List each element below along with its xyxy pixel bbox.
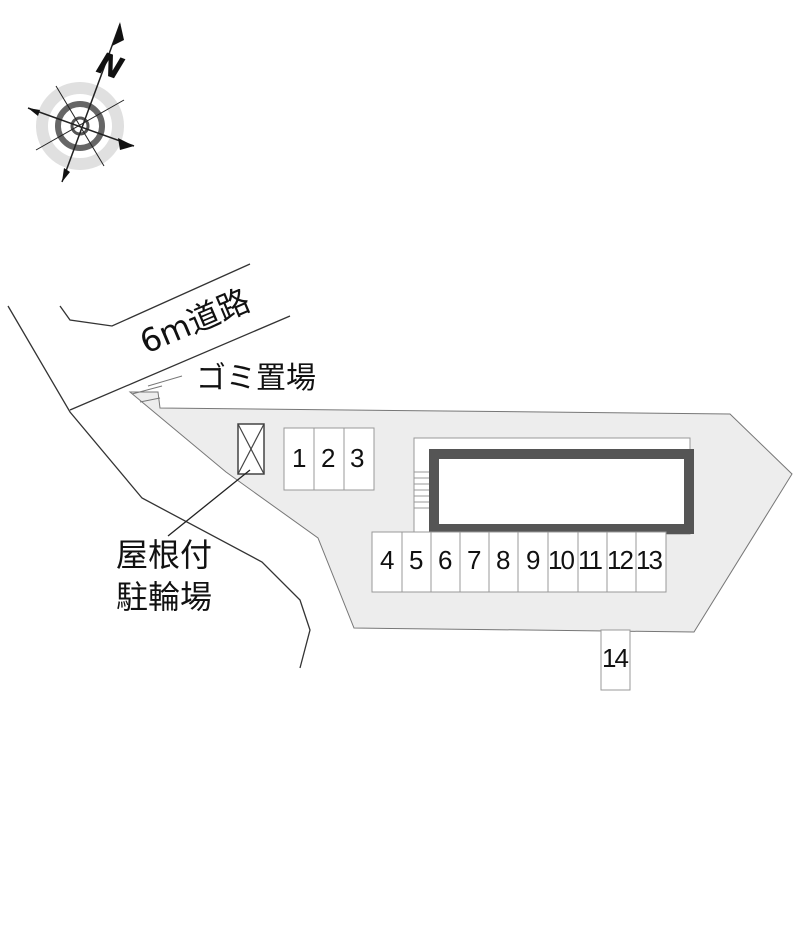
- road-lines: [7, 263, 311, 669]
- parking-space-8: 8: [496, 545, 510, 575]
- garbage-label: ゴミ置場: [196, 361, 316, 396]
- bicycle-parking: [237, 423, 265, 475]
- parking-space-12: 12: [607, 545, 633, 575]
- parking-row-top: [283, 427, 375, 491]
- stairs: [414, 471, 430, 509]
- bicycle-label-line1: 屋根付: [116, 536, 212, 574]
- parking-space-14: 14: [602, 643, 628, 673]
- parking-space-5: 5: [409, 545, 423, 575]
- north-label: N: [92, 46, 128, 87]
- apartment-building: [429, 449, 694, 534]
- compass-rose-icon: [27, 22, 135, 183]
- parking-space-7: 7: [467, 545, 481, 575]
- garbage-area: [131, 375, 183, 403]
- parking-space-1: 1: [292, 443, 306, 473]
- parking-space-3: 3: [350, 443, 364, 473]
- parking-space-2: 2: [321, 443, 335, 473]
- bicycle-leader-line: [167, 469, 251, 537]
- parking-space-11: 11: [578, 545, 603, 575]
- parking-space-14-box: [600, 629, 631, 691]
- parking-space-4: 4: [380, 545, 394, 575]
- parking-space-10: 10: [548, 545, 574, 575]
- bicycle-label-line2: 駐輪場: [116, 578, 212, 616]
- parking-row-bottom: [371, 531, 667, 593]
- parking-space-13: 13: [636, 545, 662, 575]
- parking-space-6: 6: [438, 545, 452, 575]
- road-label: 6m道路: [134, 281, 255, 361]
- parking-space-9: 9: [526, 545, 540, 575]
